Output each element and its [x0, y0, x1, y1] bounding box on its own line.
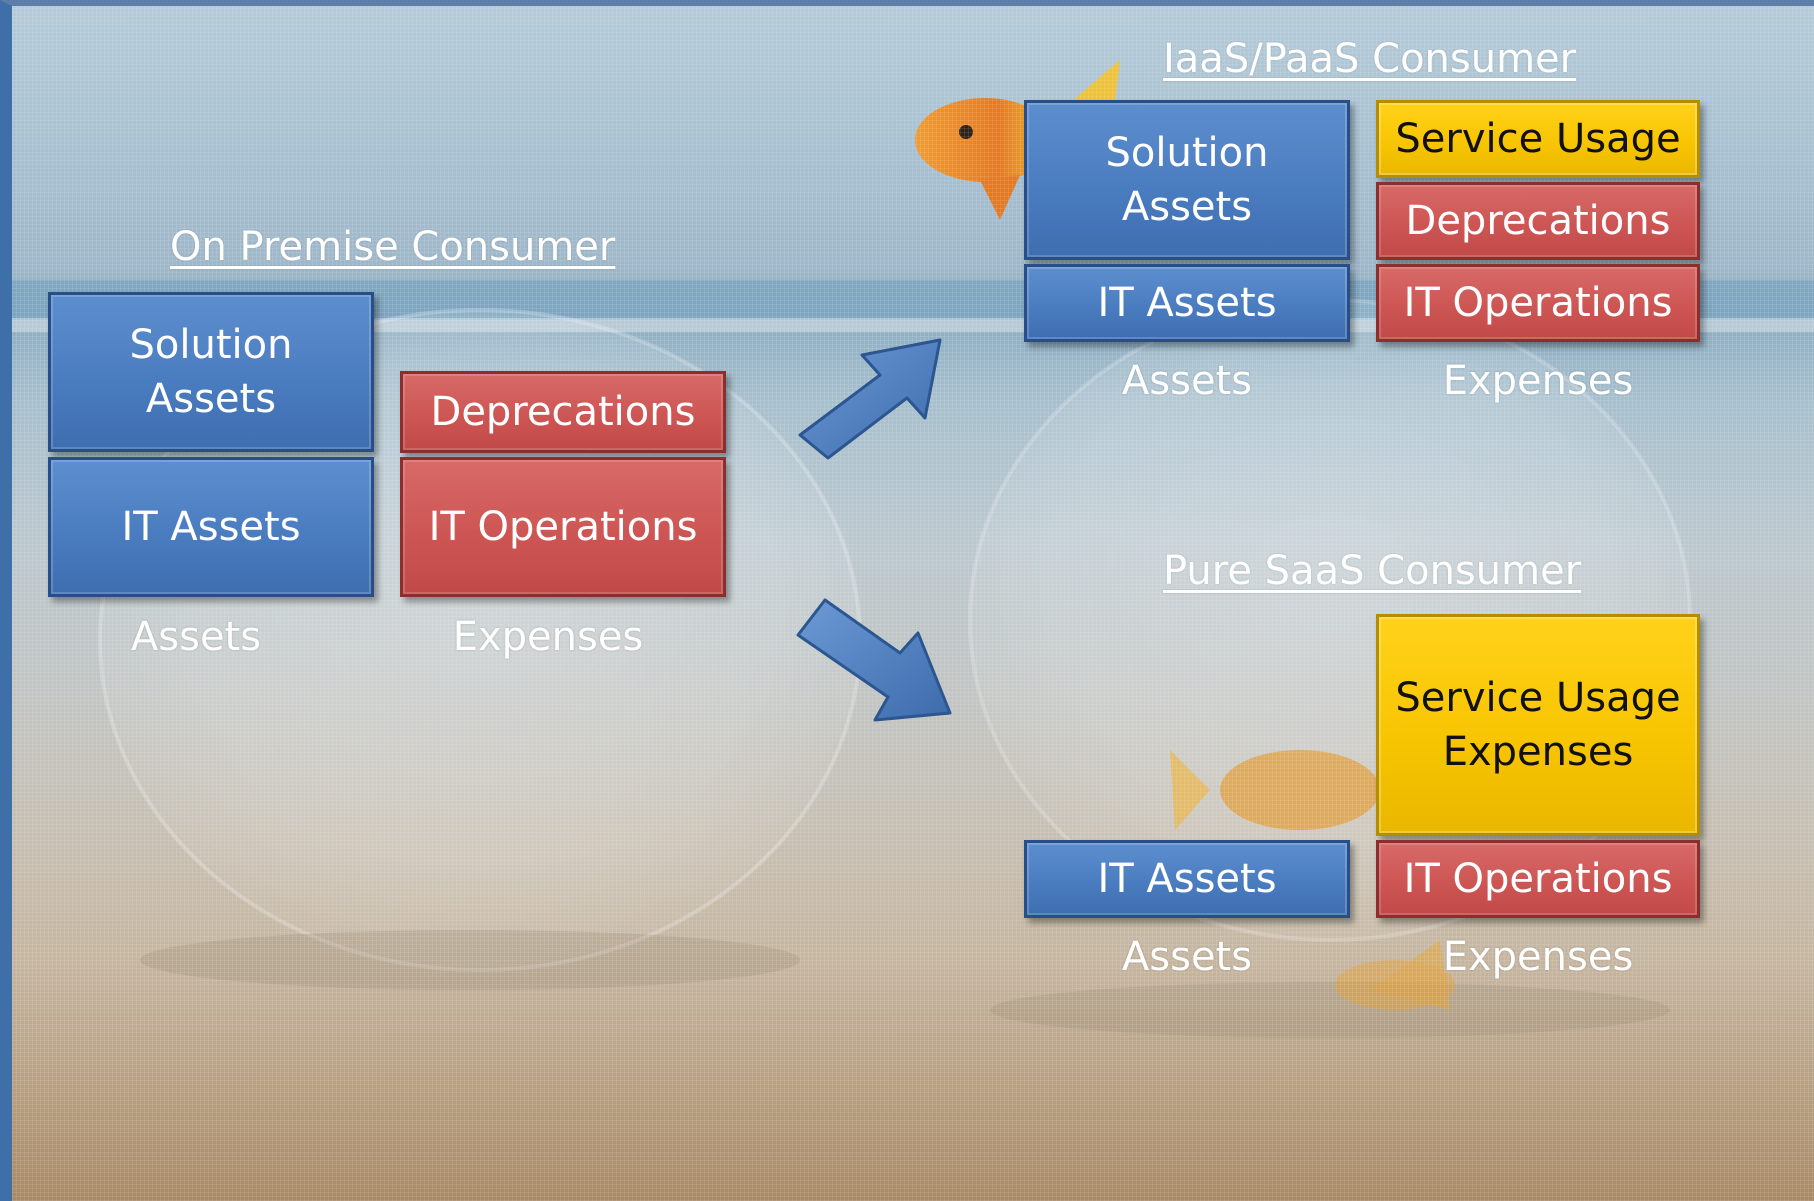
iaas-paas-deprecations-label: Deprecations	[1405, 198, 1671, 244]
iaas-paas-assets-caption: Assets	[1121, 358, 1253, 404]
pure-saas-it-assets-box: IT Assets	[1024, 840, 1350, 918]
on-premise-expenses-caption: Expenses	[452, 614, 644, 660]
on-premise-assets-caption: Assets	[130, 614, 262, 660]
pure-saas-it-operations-box: IT Operations	[1376, 840, 1700, 918]
on-premise-deprecations-label: Deprecations	[430, 389, 696, 435]
iaas-paas-it-operations-box: IT Operations	[1376, 264, 1700, 342]
on-premise-solution-assets-label: Solution Assets	[129, 322, 293, 422]
on-premise-it-operations-label: IT Operations	[428, 504, 698, 550]
pure-saas-service-usage-expenses-label: Service Usage Expenses	[1395, 675, 1681, 775]
arrow-down-right-icon	[796, 598, 952, 722]
iaas-paas-title: IaaS/PaaS Consumer	[1163, 36, 1577, 82]
iaas-paas-service-usage-box: Service Usage	[1376, 100, 1700, 178]
iaas-paas-solution-assets-label: Solution Assets	[1105, 130, 1269, 230]
iaas-paas-solution-assets-box: Solution Assets	[1024, 100, 1350, 260]
iaas-paas-expenses-caption: Expenses	[1442, 358, 1634, 404]
on-premise-deprecations-box: Deprecations	[400, 371, 726, 453]
pure-saas-assets-caption: Assets	[1121, 934, 1253, 980]
on-premise-it-operations-box: IT Operations	[400, 457, 726, 597]
pure-saas-it-assets-label: IT Assets	[1097, 856, 1277, 902]
goldfish-icon	[1170, 750, 1455, 1010]
iaas-paas-deprecations-box: Deprecations	[1376, 182, 1700, 260]
iaas-paas-it-assets-box: IT Assets	[1024, 264, 1350, 342]
iaas-paas-it-operations-label: IT Operations	[1403, 280, 1673, 326]
on-premise-it-assets-label: IT Assets	[121, 504, 301, 550]
iaas-paas-it-assets-label: IT Assets	[1097, 280, 1277, 326]
on-premise-it-assets-box: IT Assets	[48, 457, 374, 597]
pure-saas-expenses-caption: Expenses	[1442, 934, 1634, 980]
pure-saas-it-operations-label: IT Operations	[1403, 856, 1673, 902]
on-premise-title: On Premise Consumer	[170, 224, 616, 270]
on-premise-solution-assets-box: Solution Assets	[48, 292, 374, 452]
pure-saas-title: Pure SaaS Consumer	[1163, 548, 1582, 594]
pure-saas-service-usage-expenses-box: Service Usage Expenses	[1376, 614, 1700, 836]
arrow-up-right-icon	[798, 338, 942, 460]
iaas-paas-service-usage-label: Service Usage	[1395, 116, 1681, 162]
